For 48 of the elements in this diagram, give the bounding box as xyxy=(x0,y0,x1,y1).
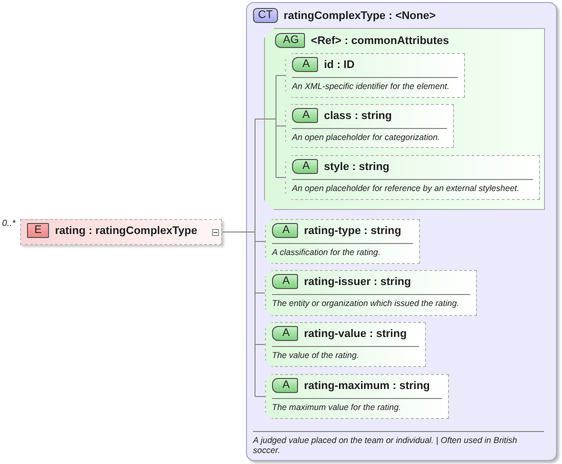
connector-line xyxy=(264,75,276,178)
attribute-box xyxy=(285,53,465,98)
description-text: The entity or organization which issued the rating. xyxy=(272,298,460,308)
attribute-box xyxy=(285,155,540,200)
attribute-badge: A xyxy=(292,57,318,72)
multiplicity-label: 0..* xyxy=(2,218,16,228)
connector-line xyxy=(254,344,266,345)
element-name: rating : ratingComplexType xyxy=(55,224,198,236)
attribute-badge: A xyxy=(272,326,298,341)
attribute-badge: A xyxy=(272,378,298,393)
group-reference-name: <Ref> : commonAttributes xyxy=(310,34,450,46)
type-name: ratingComplexType : <None> xyxy=(284,10,436,22)
attribute-badge: A xyxy=(292,108,318,123)
connector-line xyxy=(222,118,256,397)
attribute-name: rating-type : string xyxy=(304,224,402,236)
attribute-name: class : string xyxy=(324,110,392,122)
attribute-group-panel xyxy=(264,28,545,210)
attribute-box xyxy=(265,374,449,419)
description-text: An XML-specific identifier for the element. xyxy=(292,81,450,91)
description-text: A judged value placed on the team or individual. | Often used in British soccer. xyxy=(253,435,518,455)
complex-type-badge: CT xyxy=(253,8,278,23)
connector-line xyxy=(276,75,286,76)
complex-type-panel xyxy=(246,2,557,461)
description-text: An open placeholder for categorization. xyxy=(292,132,441,142)
element-badge: E xyxy=(27,223,49,238)
attribute-badge: A xyxy=(272,223,298,238)
connector-line xyxy=(254,118,264,120)
description-text: The value of the rating. xyxy=(272,350,360,360)
attribute-name: style : string xyxy=(324,160,390,172)
description-text: The maximum value for the rating. xyxy=(272,402,402,412)
connector-line xyxy=(254,396,266,397)
attribute-name: rating-maximum : string xyxy=(304,380,430,392)
attribute-name: rating-issuer : string xyxy=(304,276,411,288)
attribute-badge: A xyxy=(292,159,318,174)
attribute-group-badge: AG xyxy=(275,33,305,48)
attribute-badge: A xyxy=(272,274,298,289)
attribute-name: rating-value : string xyxy=(304,328,407,340)
description-text: A classification for the rating. xyxy=(272,247,382,257)
attribute-name: id : ID xyxy=(324,58,355,70)
description-text: An open placeholder for reference by an external stylesheet. xyxy=(292,183,520,193)
attribute-box xyxy=(265,270,477,316)
connector-line xyxy=(254,241,266,242)
element-box xyxy=(20,219,222,245)
attribute-box xyxy=(285,104,454,148)
attribute-box xyxy=(265,219,420,264)
attribute-box xyxy=(265,322,426,367)
connector-line xyxy=(254,292,266,294)
connector-line xyxy=(276,177,286,178)
